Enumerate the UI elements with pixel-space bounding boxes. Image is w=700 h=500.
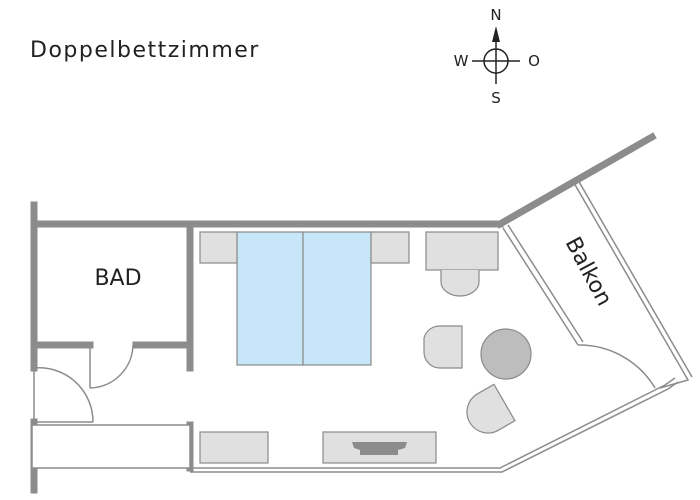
round-table — [480, 328, 532, 380]
room-label-bath: BAD — [94, 266, 141, 291]
nightstand-right — [370, 231, 410, 264]
facade-bottom — [190, 377, 679, 473]
entrance-door — [33, 367, 94, 423]
balcony-railing — [502, 179, 693, 389]
bath-door — [89, 344, 134, 389]
luggage-rack — [199, 431, 269, 464]
wardrobe — [31, 424, 191, 469]
compass-north-label: N — [490, 6, 501, 24]
double-bed — [236, 231, 372, 366]
wall-balcony-diagonal — [495, 132, 657, 229]
balcony-door-swing — [577, 344, 656, 389]
plan-title: Doppelbettzimmer — [30, 38, 260, 63]
bed-right-mattress — [302, 231, 372, 366]
walls — [30, 132, 657, 494]
balcony-inner-wall — [502, 227, 579, 346]
compass-north-arrow-icon — [492, 26, 500, 42]
room-label-balcony: Balkon — [560, 233, 617, 310]
compass-south-label: S — [491, 89, 501, 107]
compass-west-label: W — [454, 52, 469, 70]
nightstand-left — [199, 231, 238, 264]
tv-icon — [352, 442, 407, 455]
armchair-top — [423, 325, 463, 369]
compass: N S W O — [454, 6, 540, 107]
compass-ring — [483, 48, 509, 74]
desk-chair — [440, 270, 480, 297]
bed-left-mattress — [236, 231, 304, 366]
armchair-bottom — [466, 383, 516, 434]
desk — [425, 231, 499, 271]
compass-east-label: O — [528, 52, 540, 70]
